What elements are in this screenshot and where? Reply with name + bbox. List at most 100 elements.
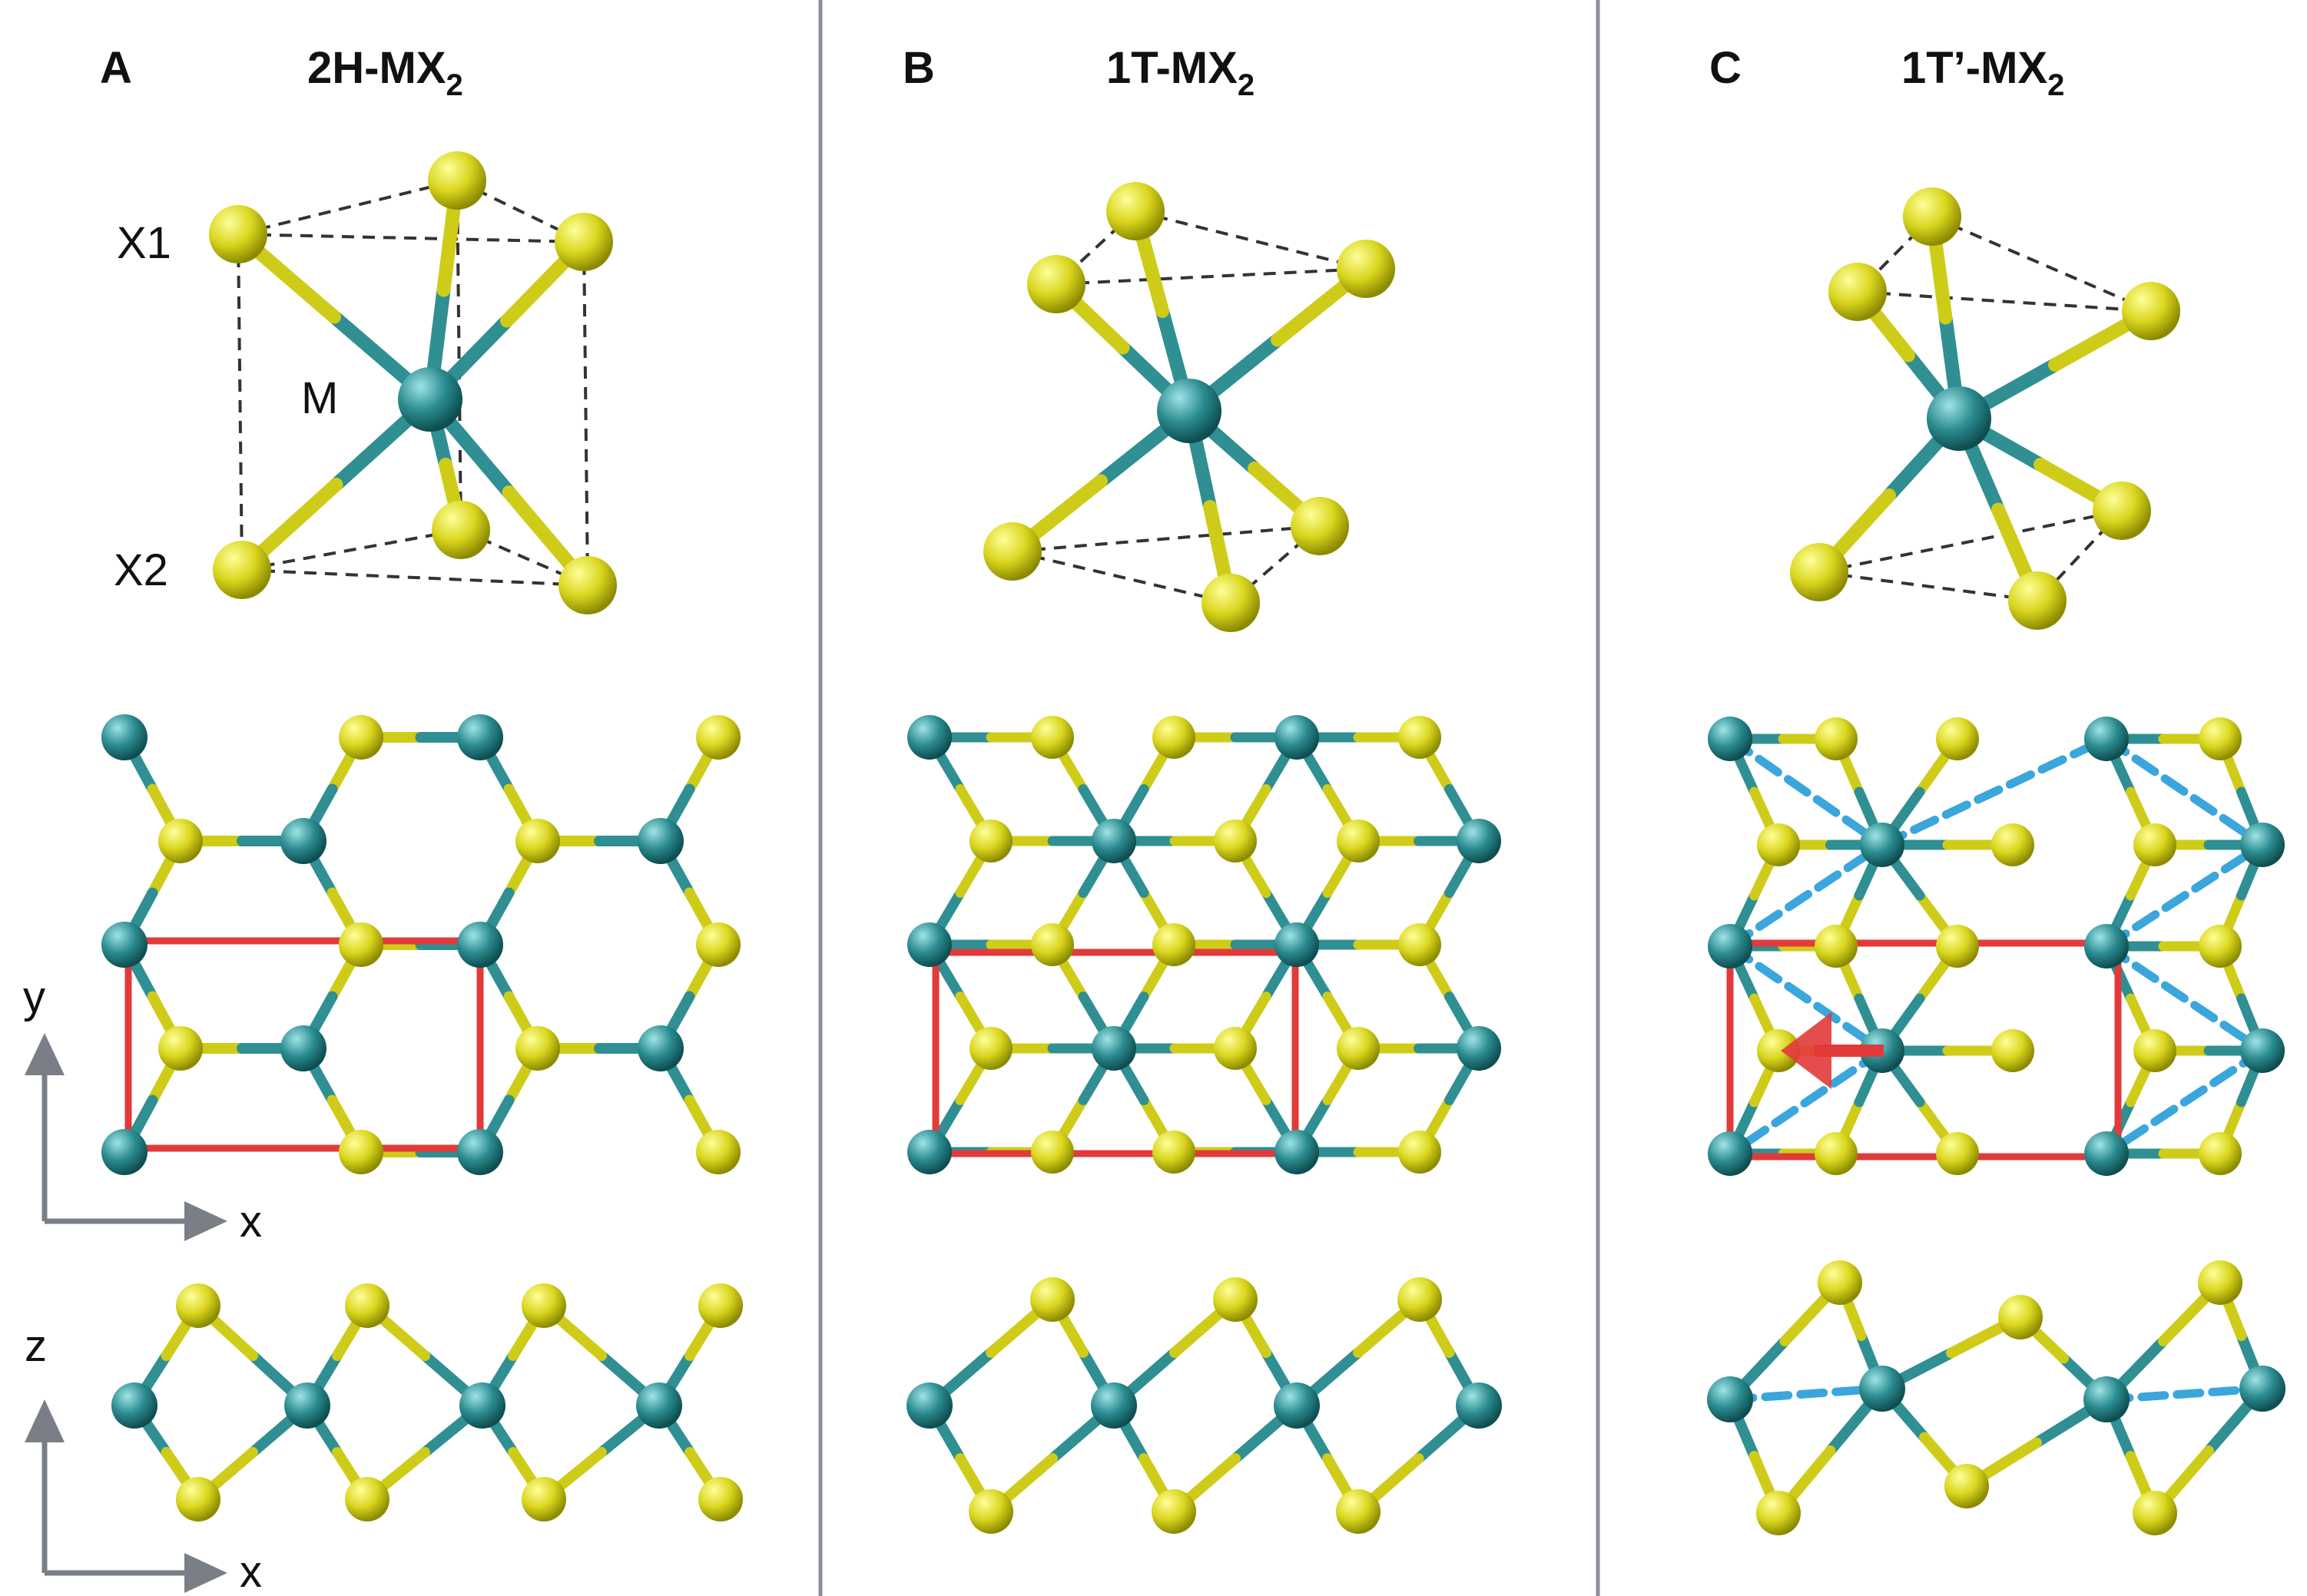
chalcogen-atom <box>432 501 490 559</box>
chalcogen-atom <box>1291 497 1349 555</box>
axis-label-z: z <box>25 1321 47 1371</box>
chalcogen-atom <box>1337 820 1380 863</box>
chalcogen-atom <box>1202 574 1260 632</box>
panel-a-title-subscript: 2 <box>446 68 462 102</box>
metal-atom <box>907 715 952 760</box>
z-arrowhead-icon <box>25 1399 65 1442</box>
metal-atom <box>101 1129 148 1175</box>
metal-atom <box>1457 1026 1501 1071</box>
chalcogen-atom <box>522 1283 566 1328</box>
polyhedron-edge <box>237 233 244 571</box>
polyhedron-edge <box>1012 550 1231 604</box>
chalcogen-atom <box>176 1283 220 1328</box>
chalcogen-atom <box>1152 1489 1196 1534</box>
chalcogen-atom <box>1213 1277 1258 1322</box>
metal-atom <box>1708 1131 1752 1176</box>
dimer-bond <box>1878 734 2111 849</box>
chalcogen-atom <box>1903 187 1961 246</box>
polyhedron-edge <box>1931 215 2152 313</box>
metal-atom <box>1274 1130 1319 1174</box>
axis-indicator-xy: y x <box>23 972 262 1247</box>
metal-atom <box>457 714 503 760</box>
metal-atom <box>280 818 326 864</box>
metal-atom <box>2084 1131 2129 1176</box>
chalcogen-atom <box>339 922 383 967</box>
chalcogen-atom <box>1397 1277 1442 1322</box>
chalcogen-atom <box>1757 1029 1800 1072</box>
chalcogen-atom <box>345 1283 389 1328</box>
chalcogen-atom <box>1027 255 1086 313</box>
panel-a-title: 2H-MX2 <box>307 43 463 102</box>
metal-atom <box>2083 1376 2130 1422</box>
metal-atom <box>1927 386 1991 451</box>
chalcogen-atom <box>1398 923 1441 966</box>
chalcogen-atom <box>213 541 271 599</box>
panel-a-letter: A <box>100 43 132 93</box>
metal-atom <box>907 1382 953 1429</box>
polyhedron-edge <box>237 233 585 243</box>
polyhedron-edge <box>237 179 458 236</box>
chalcogen-atom <box>2199 925 2242 968</box>
dimer-bond <box>1725 1046 1887 1158</box>
chalcogen-atom <box>970 820 1013 863</box>
dimer-bond <box>1725 734 1887 849</box>
chalcogen-atom <box>1991 823 2034 866</box>
panel-c-title-subscript: 2 <box>2047 68 2064 102</box>
chalcogen-atom <box>1936 1132 1979 1175</box>
chalcogen-atom <box>696 1130 741 1174</box>
metal-atom <box>1707 1376 1753 1422</box>
chalcogen-atom <box>1790 543 1848 601</box>
chalcogen-atom <box>2122 282 2180 340</box>
metal-atom <box>284 1382 330 1429</box>
chalcogen-atom <box>1757 823 1800 866</box>
metal-atom <box>1708 924 1752 969</box>
chalcogen-atom <box>158 1026 203 1071</box>
label-x1: X1 <box>117 218 171 268</box>
chalcogen-atom <box>1152 716 1195 759</box>
chalcogen-atom <box>1031 1131 1074 1174</box>
chalcogen-atom <box>698 1477 743 1521</box>
polyhedron-edge <box>1012 525 1321 553</box>
metal-atom <box>1456 1382 1502 1429</box>
metal-atom <box>280 1025 326 1071</box>
chalcogen-atom <box>696 922 741 967</box>
polyhedron-edge <box>1857 290 2152 313</box>
panel-b-title-main: 1T-MX <box>1106 43 1238 93</box>
metal-atom <box>1708 717 1752 761</box>
chalcogen-atom <box>1030 1277 1075 1322</box>
dimer-bond <box>2102 840 2267 951</box>
panel-b-title-subscript: 2 <box>1238 68 1255 102</box>
metal-atom <box>638 1025 684 1071</box>
chalcogen-atom <box>1152 1131 1195 1174</box>
chalcogen-atom <box>1106 182 1165 240</box>
label-metal: M <box>301 373 338 423</box>
metal-atom <box>2240 1028 2285 1073</box>
metal-atom <box>111 1382 157 1429</box>
chalcogen-atom <box>428 151 486 210</box>
metal-atom <box>907 922 952 967</box>
chalcogen-atom <box>176 1477 220 1521</box>
chalcogen-atom <box>2133 823 2176 866</box>
polyhedron-edge <box>1056 267 1367 286</box>
chalcogen-atom <box>970 1027 1013 1070</box>
chalcogen-atom <box>515 1026 560 1071</box>
chalcogen-atom <box>2199 717 2242 760</box>
chalcogen-atom <box>1031 716 1074 759</box>
chalcogen-atom <box>1398 1131 1441 1174</box>
metal-atom <box>1274 715 1319 760</box>
metal-atom <box>1091 1382 1137 1429</box>
chalcogen-atom <box>2199 1132 2242 1175</box>
metal-atom <box>457 1129 503 1175</box>
dimer-bond <box>1725 1384 1887 1404</box>
dimer-bond <box>2102 1384 2267 1404</box>
polyhedron-edge <box>1135 210 1367 270</box>
x-arrowhead-icon <box>184 1201 227 1241</box>
displacement-arrowhead <box>1781 1012 1831 1089</box>
metal-atom <box>2084 717 2129 761</box>
metal-atom <box>1274 922 1319 967</box>
chalcogen-atom <box>1214 820 1257 863</box>
chalcogen-atom <box>983 522 1042 581</box>
chalcogen-atom <box>339 1130 383 1174</box>
panel-c-letter: C <box>1709 43 1742 93</box>
chalcogen-atom <box>1815 717 1858 760</box>
